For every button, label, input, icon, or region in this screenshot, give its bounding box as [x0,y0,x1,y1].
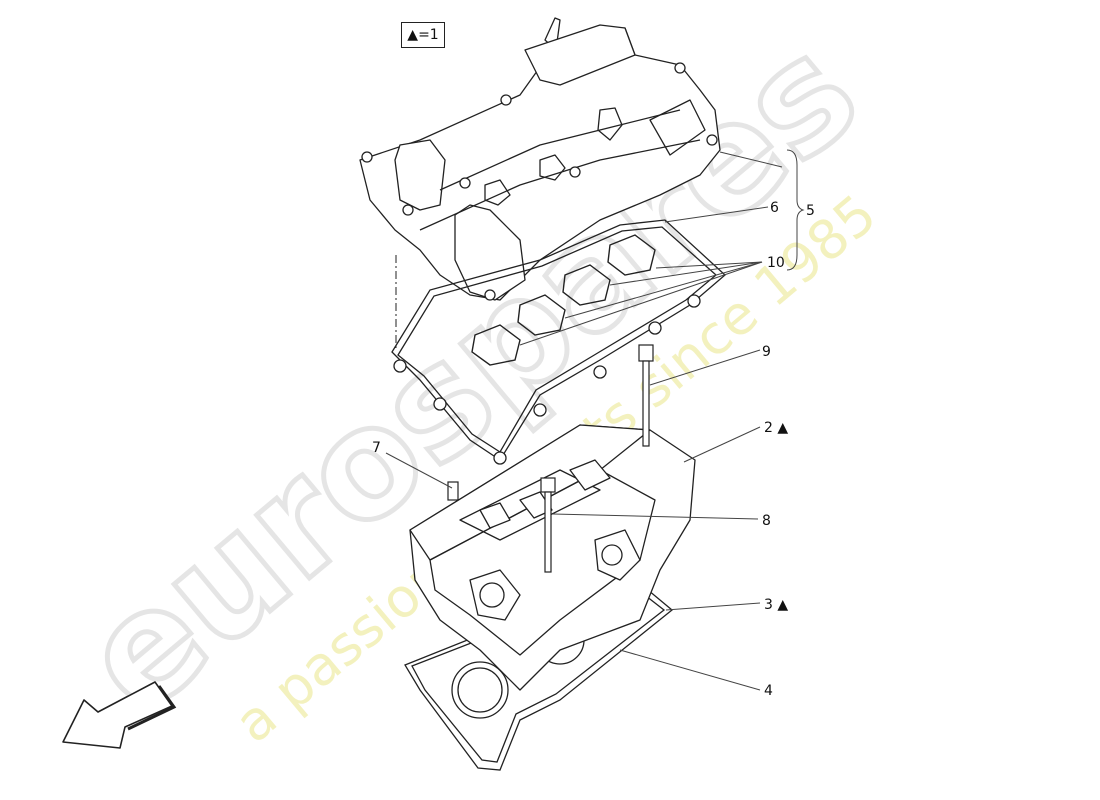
valve-cover [359,17,721,301]
cylinder-head [409,424,696,691]
callout-part-10: 10 [767,255,785,271]
front-direction-arrow-icon [62,681,177,749]
callout-part-4: 4 [764,683,773,699]
callout-part-5: 5 [806,203,815,219]
callout-part-9: 9 [762,344,771,360]
head-bolt-short [540,477,556,573]
callout-part-8: 8 [762,513,771,529]
legend-box: ▲=1 [401,22,445,48]
callout-part-7: 7 [372,440,381,456]
head-bolt-long [638,344,654,447]
leader-lines [385,149,805,691]
dowel-pin [447,481,459,501]
spark-plug-seals [471,234,656,366]
valve-cover-gasket [391,219,726,465]
legend-text: ▲=1 [407,27,439,43]
callout-part-3: 3 ▲ [764,597,788,613]
callout-part-6: 6 [770,200,779,216]
callout-part-2: 2 ▲ [764,420,788,436]
